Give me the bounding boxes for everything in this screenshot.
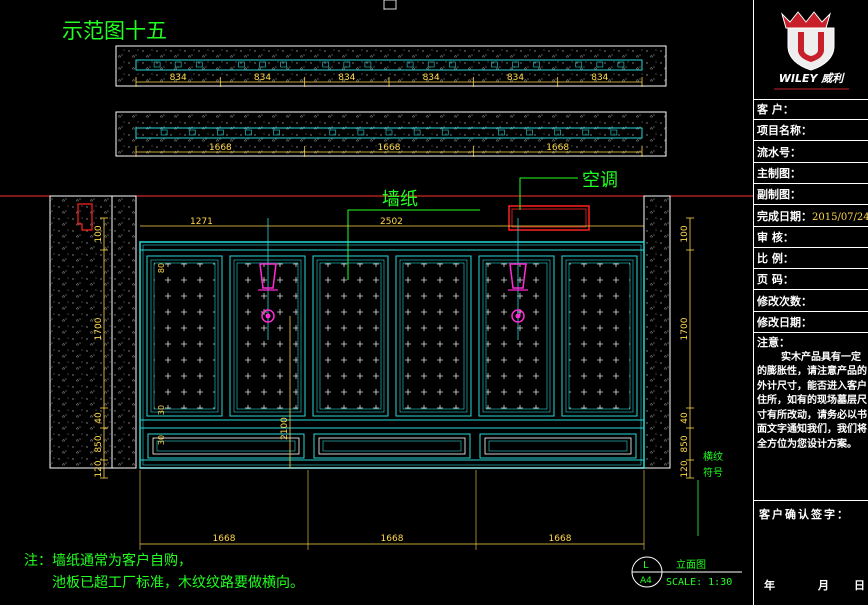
scale-label: SCALE: 1:30 (666, 577, 732, 588)
title-row: 流水号： (754, 143, 868, 163)
wallpaper-leader (347, 209, 480, 280)
top-strip-dim: 834 (423, 73, 440, 83)
title-row: 修改日期： (754, 313, 868, 333)
crown-icon (780, 11, 832, 29)
symbol-label: 符号 (703, 466, 723, 479)
section-sheet: A4 (640, 576, 652, 586)
drawing-title: 示范图十五 (62, 19, 167, 43)
date-year: 年 (764, 579, 775, 592)
left-height-dim: 850 (94, 435, 104, 452)
right-height-dim: 40 (680, 412, 690, 424)
date-month: 月 (818, 579, 829, 592)
inner-dim: 80 (157, 263, 166, 273)
title-row: 修改次数： (754, 292, 868, 312)
lamp-shade-icon (259, 263, 277, 289)
mid-plan-strip: 1668 1668 1668 (115, 111, 667, 157)
section-marker (631, 556, 742, 588)
bottom-dim: 1668 (549, 534, 572, 544)
title-row: 客 户： (754, 100, 868, 120)
customer-confirm: 客户确认签字： (759, 508, 850, 521)
top-strip-dim: 834 (170, 73, 187, 83)
left-height-dim: 100 (94, 225, 104, 242)
title-row: 完成日期：2015/07/24 (754, 207, 868, 227)
title-row-label: 副制图： (757, 188, 801, 202)
upper-panel (561, 255, 638, 417)
title-row-value: 2015/07/24 (812, 211, 868, 223)
title-block: WILEY 威利 客 户： 项目名称： 流水号： 主制图： 副制图： 完成日期：2015/… (753, 0, 868, 605)
bottom-dim: 1668 (213, 534, 236, 544)
brand-logo: WILEY 威利 (754, 0, 868, 100)
upper-panel (478, 255, 555, 417)
span-mid-dim: 2502 (380, 217, 403, 227)
aircon-unit (508, 177, 590, 231)
left-wall (49, 195, 113, 469)
right-pillar (643, 195, 671, 469)
shield-icon (787, 27, 835, 71)
bottom-dim: 1668 (381, 534, 404, 544)
right-height-dim: 120 (680, 460, 690, 477)
texture-label: 横纹 (703, 450, 723, 463)
title-row-label: 审 核： (757, 230, 794, 244)
lower-panel (479, 433, 637, 459)
cabinet (139, 241, 645, 469)
date-day: 日 (854, 579, 865, 592)
title-row: 页 码： (754, 270, 868, 291)
aircon-label: 空调 (582, 170, 618, 191)
upper-panel (229, 255, 306, 417)
upper-panel (312, 255, 389, 417)
title-row-label: 比 例： (757, 252, 794, 266)
title-row-label: 项目名称： (757, 124, 812, 138)
right-height-dim: 850 (680, 435, 690, 452)
brand-name: WILEY 威利 (779, 72, 846, 85)
wallpaper-label: 墙纸 (382, 189, 418, 210)
title-row-label: 流水号： (757, 145, 801, 159)
left-height-dim: 1700 (94, 317, 104, 340)
notice-title: 注意： (757, 336, 790, 349)
mid-strip-dim: 1668 (209, 143, 232, 153)
title-row: 比 例： (754, 249, 868, 270)
title-row: 审 核： (754, 228, 868, 248)
lamp-shade-icon (509, 263, 527, 289)
inner-dim: 30 (157, 405, 166, 415)
elevation-label: 立面图 (676, 558, 706, 571)
span-left-dim: 1271 (190, 217, 213, 227)
notice: 注意： 实木产品具有一定的膨胀性，请注意产品的外计尺寸，能否进入客户住所，如有的… (757, 336, 867, 452)
elevation-drawing: 示范图十五 834 834 834 834 834 834 1668 1668 1668 空调… (0, 0, 753, 591)
wall-lamps (258, 218, 528, 340)
notice-body: 实木产品具有一定的膨胀性，请注意产品的外计尺寸，能否进入客户住所，如有的现场墓层… (757, 351, 867, 450)
left-height-dim: 120 (94, 460, 104, 477)
mid-strip-dim: 1668 (546, 143, 569, 153)
upper-panel (395, 255, 472, 417)
inner-dim: 30 (157, 435, 166, 445)
right-height-dim: 100 (680, 225, 690, 242)
title-row-label: 修改次数： (757, 294, 812, 308)
title-row: 项目名称： (754, 121, 868, 142)
top-strip-dim: 834 (507, 73, 524, 83)
mid-strip-dim: 1668 (378, 143, 401, 153)
title-row: 副制图： (754, 185, 868, 206)
lower-panel (313, 433, 471, 459)
top-plan-strip: 834 834 834 834 834 834 (115, 45, 667, 87)
lower-panel (147, 433, 305, 459)
top-strip-dim: 834 (254, 73, 271, 83)
title-row: 主制图： (754, 164, 868, 184)
note-line-1: 注：墙纸通常为客户自购， (24, 552, 192, 569)
left-height-dim: 40 (94, 412, 104, 424)
title-row-label: 完成日期： (757, 209, 812, 223)
height-dim: 2100 (280, 417, 290, 440)
title-row-label: 主制图： (757, 166, 801, 180)
left-pillar (111, 195, 137, 469)
title-row-label: 页 码： (757, 273, 794, 287)
top-strip-dim: 834 (338, 73, 355, 83)
title-row-label: 客 户： (757, 103, 794, 116)
upper-panel (146, 255, 223, 417)
section-letter: L (643, 560, 649, 571)
note-line-2: 池板已超工厂标准，木纹纹路要做横向。 (52, 575, 304, 591)
top-strip-dim: 834 (591, 73, 608, 83)
title-row-label: 修改日期： (757, 316, 812, 329)
right-height-dim: 1700 (680, 317, 690, 340)
